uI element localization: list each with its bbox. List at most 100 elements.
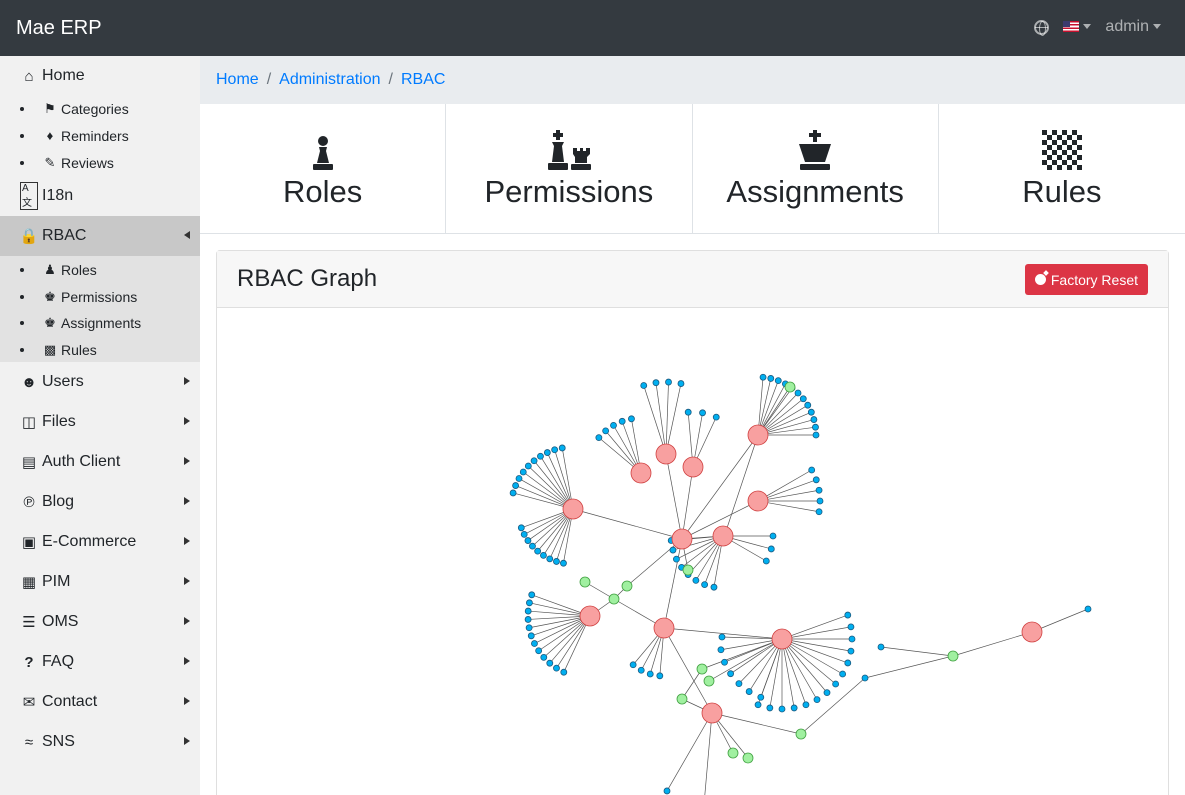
permission-node[interactable] — [677, 380, 685, 387]
sidebar-sub-categories[interactable]: ⚑Categories — [20, 95, 129, 122]
user-menu[interactable]: admin — [1105, 18, 1161, 36]
permission-node[interactable] — [721, 658, 728, 666]
permission-node[interactable] — [799, 395, 807, 403]
permission-node[interactable] — [774, 377, 782, 385]
brand-title[interactable]: Mae ERP — [16, 17, 102, 39]
permission-node[interactable] — [663, 787, 671, 795]
permission-node[interactable] — [560, 668, 568, 676]
permission-node[interactable] — [810, 416, 818, 423]
rule-node[interactable] — [579, 576, 591, 588]
permission-node[interactable] — [766, 704, 774, 712]
sidebar-sub-reviews[interactable]: ✎Reviews — [20, 149, 114, 176]
rule-node[interactable] — [621, 580, 633, 592]
permission-node[interactable] — [813, 696, 821, 704]
sidebar-item-e-commerce[interactable]: ▣E-Commerce — [0, 522, 200, 562]
tile-rules[interactable]: Rules — [939, 104, 1185, 233]
tile-assignments[interactable]: Assignments — [693, 104, 939, 233]
permission-node[interactable] — [710, 583, 718, 591]
role-node[interactable] — [747, 424, 769, 446]
sidebar-item-sns[interactable]: ≈SNS — [0, 722, 200, 762]
permission-node[interactable] — [844, 611, 852, 619]
permission-node[interactable] — [717, 646, 725, 654]
permission-node[interactable] — [531, 640, 538, 647]
permission-node[interactable] — [560, 559, 567, 567]
role-node[interactable] — [562, 498, 584, 520]
permission-node[interactable] — [628, 415, 635, 423]
permission-node[interactable] — [815, 508, 823, 516]
permission-node[interactable] — [524, 462, 532, 470]
permission-node[interactable] — [509, 489, 517, 497]
role-node[interactable] — [701, 702, 723, 724]
permission-node[interactable] — [762, 557, 770, 565]
factory-reset-button[interactable]: Factory Reset — [1024, 264, 1148, 295]
role-node[interactable] — [1021, 621, 1043, 643]
permission-node[interactable] — [515, 475, 523, 482]
permission-node[interactable] — [699, 409, 706, 417]
permission-node[interactable] — [673, 555, 680, 563]
permission-node[interactable] — [847, 623, 855, 631]
permission-node[interactable] — [551, 446, 559, 454]
permission-node[interactable] — [534, 547, 542, 555]
permission-node[interactable] — [767, 375, 775, 382]
permission-node[interactable] — [847, 647, 855, 655]
permission-node[interactable] — [712, 413, 720, 421]
rule-node[interactable] — [696, 663, 708, 675]
permission-node[interactable] — [517, 524, 525, 532]
permission-node[interactable] — [807, 408, 815, 416]
sidebar-sub-reminders[interactable]: ♦Reminders — [20, 122, 129, 149]
permission-node[interactable] — [1084, 605, 1092, 613]
role-node[interactable] — [771, 628, 793, 650]
permission-node[interactable] — [629, 661, 637, 669]
globe-icon[interactable] — [1034, 19, 1050, 36]
rule-node[interactable] — [784, 381, 796, 393]
permission-node[interactable] — [815, 486, 823, 494]
permission-node[interactable] — [535, 647, 543, 655]
role-node[interactable] — [682, 456, 704, 478]
sidebar-item-i18n[interactable]: A文 I18n — [0, 176, 200, 216]
permission-node[interactable] — [832, 680, 840, 688]
breadcrumb-current[interactable]: RBAC — [400, 71, 446, 88]
sidebar-item-files[interactable]: ◫Files — [0, 402, 200, 442]
permission-node[interactable] — [618, 417, 626, 425]
permission-node[interactable] — [816, 497, 824, 505]
sidebar-item-pim[interactable]: ▦PIM — [0, 562, 200, 602]
rule-node[interactable] — [742, 752, 754, 764]
permission-node[interactable] — [640, 382, 648, 389]
permission-node[interactable] — [861, 674, 869, 682]
role-node[interactable] — [671, 528, 693, 550]
permission-node[interactable] — [546, 555, 554, 563]
permission-node[interactable] — [530, 457, 538, 465]
sidebar-item-auth-client[interactable]: ▤Auth Client — [0, 442, 200, 482]
permission-node[interactable] — [759, 373, 767, 381]
sidebar-item-users[interactable]: ☻Users — [0, 362, 200, 402]
permission-node[interactable] — [812, 431, 820, 439]
permission-node[interactable] — [767, 545, 775, 553]
permission-node[interactable] — [790, 704, 798, 712]
rule-node[interactable] — [727, 747, 739, 759]
permission-node[interactable] — [512, 482, 520, 489]
permission-node[interactable] — [839, 670, 847, 678]
permission-node[interactable] — [524, 607, 532, 615]
rule-node[interactable] — [676, 693, 688, 705]
permission-node[interactable] — [524, 537, 532, 544]
permission-node[interactable] — [665, 378, 672, 386]
breadcrumb-administration[interactable]: Administration — [279, 71, 381, 88]
sidebar-sub-assignments[interactable]: ♚Assignments — [20, 309, 141, 336]
rule-node[interactable] — [703, 675, 715, 687]
permission-node[interactable] — [823, 689, 831, 697]
sidebar-sub-rules[interactable]: ▩Rules — [20, 336, 97, 363]
permission-node[interactable] — [553, 558, 560, 565]
permission-node[interactable] — [808, 466, 816, 474]
sidebar-item-contact[interactable]: ✉Contact — [0, 682, 200, 722]
tile-roles[interactable]: Roles — [200, 104, 447, 233]
permission-node[interactable] — [595, 434, 603, 442]
permission-node[interactable] — [692, 576, 700, 584]
permission-node[interactable] — [877, 643, 885, 651]
sidebar-item-faq[interactable]: ?FAQ — [0, 642, 200, 682]
permission-node[interactable] — [527, 632, 535, 640]
permission-node[interactable] — [525, 624, 533, 632]
permission-node[interactable] — [558, 444, 566, 452]
permission-node[interactable] — [812, 423, 819, 431]
permission-node[interactable] — [794, 389, 802, 397]
permission-node[interactable] — [754, 701, 762, 709]
